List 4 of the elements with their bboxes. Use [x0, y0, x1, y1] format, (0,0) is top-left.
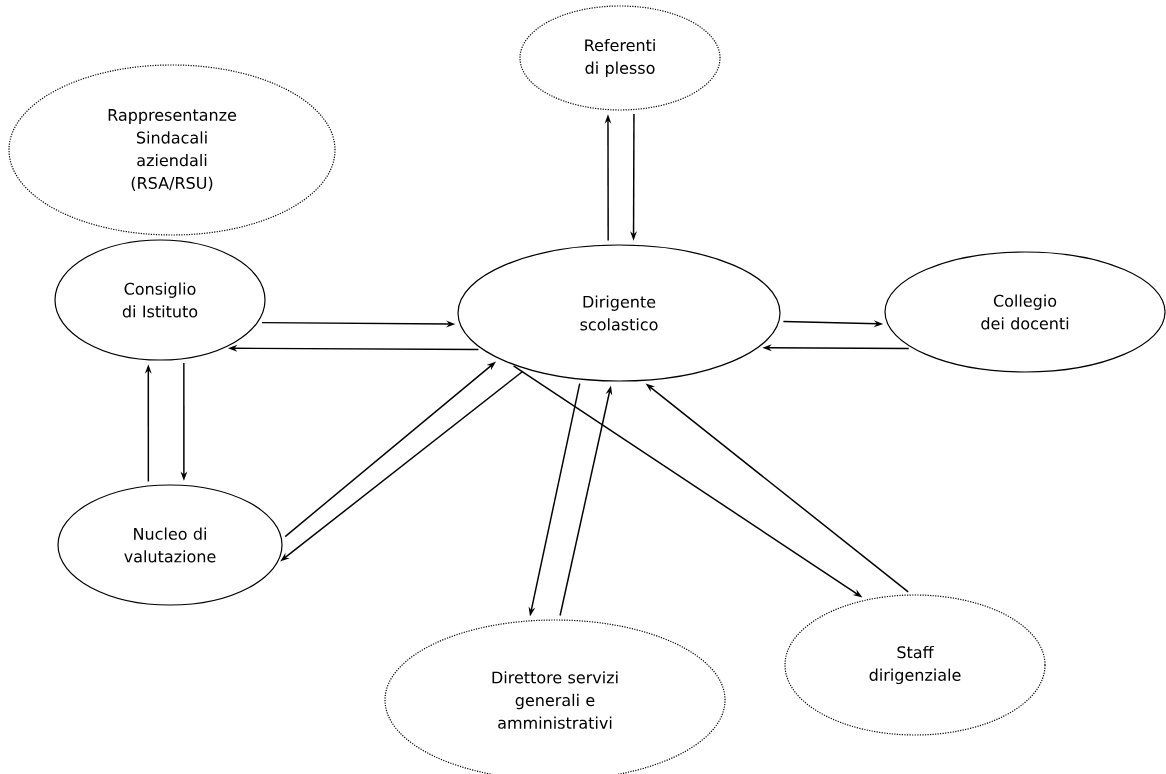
ellipse-node: Dirigente scolastico — [457, 244, 781, 382]
ellipse-node: Nucleo di valutazione — [57, 484, 283, 606]
ellipse-node: Collegio dei docenti — [884, 251, 1166, 373]
ellipse-node: Consiglio di Istituto — [54, 239, 266, 361]
